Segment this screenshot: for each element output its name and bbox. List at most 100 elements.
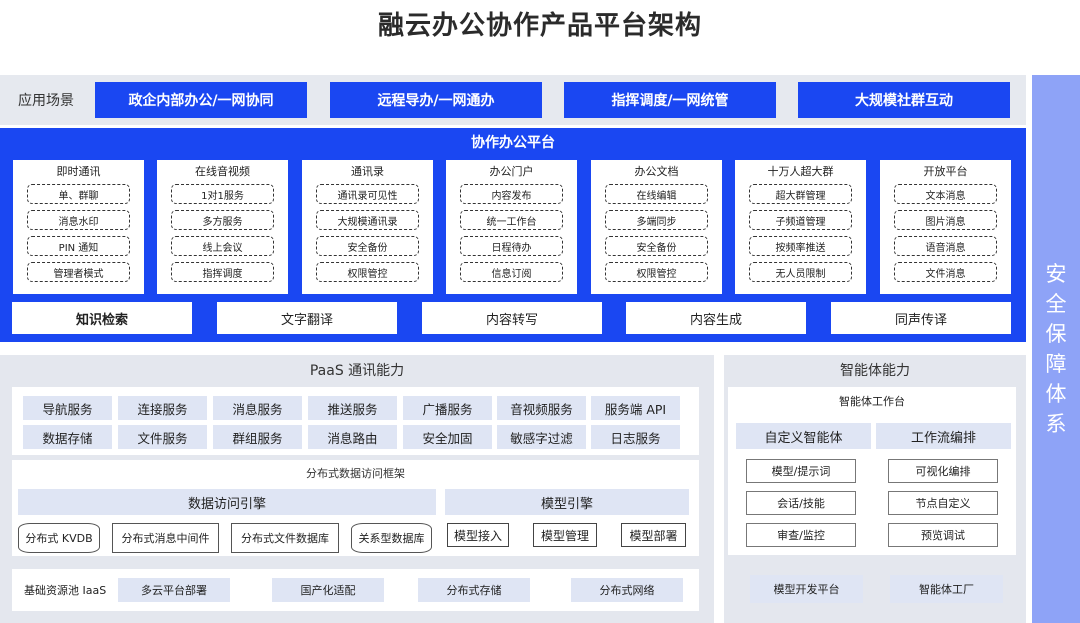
feature-pill: 消息水印 [27, 210, 130, 230]
scene-remote-service: 远程导办/一网通办 [330, 82, 542, 118]
feature-pill: 图片消息 [894, 210, 997, 230]
paas-service: 消息路由 [308, 425, 397, 449]
db-relational: 关系型数据库 [351, 523, 432, 553]
agent-feature: 模型/提示词 [746, 459, 856, 483]
paas-service: 服务端 API [591, 396, 680, 420]
paas-service: 敏感字过滤 [497, 425, 586, 449]
db-file-db: 分布式文件数据库 [231, 523, 339, 553]
model-access: 模型接入 [447, 523, 509, 547]
tool-text-translate: 文字翻译 [217, 302, 397, 334]
feature-pill: 文本消息 [894, 184, 997, 204]
feature-pill: 统一工作台 [460, 210, 563, 230]
security-char: 系 [1045, 412, 1067, 436]
db-msg-middleware: 分布式消息中间件 [112, 523, 219, 553]
feature-pill: 单、群聊 [27, 184, 130, 204]
paas-service: 日志服务 [591, 425, 680, 449]
feature-pill: 语音消息 [894, 236, 997, 256]
agent-feature: 会话/技能 [746, 491, 856, 515]
collab-platform: 协作办公平台 即时通讯 单、群聊 消息水印 PIN 通知 管理者模式 在线音视频… [0, 128, 1026, 342]
card-supergroup: 十万人超大群 超大群管理 子频道管理 按频率推送 无人员限制 [735, 160, 866, 294]
agent-feature: 可视化编排 [888, 459, 998, 483]
feature-pill: 线上会议 [171, 236, 274, 256]
feature-pill: PIN 通知 [27, 236, 130, 256]
paas-service: 安全加固 [403, 425, 492, 449]
model-engine: 模型引擎 [445, 489, 689, 515]
card-open-platform: 开放平台 文本消息 图片消息 语音消息 文件消息 [880, 160, 1011, 294]
scene-command-dispatch: 指挥调度/一网统管 [564, 82, 776, 118]
feature-pill: 1对1服务 [171, 184, 274, 204]
feature-pill: 权限管控 [605, 262, 708, 282]
model-deploy: 模型部署 [621, 523, 686, 547]
card-title: 开放平台 [923, 165, 968, 178]
workflow-orchestration: 工作流编排 [876, 423, 1011, 449]
card-contacts: 通讯录 通讯录可见性 大规模通讯录 安全备份 权限管控 [302, 160, 433, 294]
model-management: 模型管理 [533, 523, 597, 547]
collab-platform-title: 协作办公平台 [471, 135, 555, 151]
scene-gov-office: 政企内部办公/一网协同 [95, 82, 307, 118]
iaas-item: 分布式网络 [571, 578, 683, 602]
card-av: 在线音视频 1对1服务 多方服务 线上会议 指挥调度 [157, 160, 288, 294]
feature-pill: 权限管控 [316, 262, 419, 282]
feature-pill: 大规模通讯录 [316, 210, 419, 230]
paas-service: 音视频服务 [497, 396, 586, 420]
security-char: 保 [1045, 322, 1067, 346]
iaas-item: 分布式存储 [418, 578, 530, 602]
card-docs: 办公文档 在线编辑 多端同步 安全备份 权限管控 [591, 160, 722, 294]
agent-feature: 审查/监控 [746, 523, 856, 547]
paas-service: 广播服务 [403, 396, 492, 420]
feature-pill: 内容发布 [460, 184, 563, 204]
feature-pill: 文件消息 [894, 262, 997, 282]
feature-pill: 安全备份 [605, 236, 708, 256]
agent-feature: 预览调试 [888, 523, 998, 547]
agent-factory: 智能体工厂 [890, 575, 1003, 603]
card-title: 即时通讯 [56, 165, 101, 178]
security-char: 体 [1045, 382, 1067, 406]
dist-framework-title: 分布式数据访问框架 [306, 467, 405, 480]
feature-pill: 无人员限制 [749, 262, 852, 282]
paas-service: 数据存储 [23, 425, 112, 449]
scene-community: 大规模社群互动 [798, 82, 1010, 118]
custom-agent: 自定义智能体 [736, 423, 871, 449]
feature-pill: 通讯录可见性 [316, 184, 419, 204]
tool-simul-interp: 同声传译 [831, 302, 1011, 334]
iaas-item: 多云平台部署 [118, 578, 230, 602]
model-dev-platform: 模型开发平台 [750, 575, 863, 603]
page-title: 融云办公协作产品平台架构 [377, 10, 702, 41]
application-scenes-label: 应用场景 [18, 93, 74, 109]
paas-service: 群组服务 [213, 425, 302, 449]
agent-title: 智能体能力 [840, 363, 910, 379]
agent-feature: 节点自定义 [888, 491, 998, 515]
feature-pill: 日程待办 [460, 236, 563, 256]
iaas-item: 国产化适配 [272, 578, 384, 602]
security-char: 安 [1045, 262, 1067, 286]
security-char: 全 [1045, 292, 1067, 316]
security-system-column: 安 全 保 障 体 系 [1032, 75, 1080, 623]
card-title: 通讯录 [351, 165, 384, 178]
tool-content-gen: 内容生成 [626, 302, 806, 334]
card-portal: 办公门户 内容发布 统一工作台 日程待办 信息订阅 [446, 160, 577, 294]
card-title: 办公门户 [489, 165, 534, 178]
tool-knowledge-search: 知识检索 [12, 302, 192, 334]
feature-pill: 信息订阅 [460, 262, 563, 282]
paas-service: 连接服务 [118, 396, 207, 420]
feature-pill: 子频道管理 [749, 210, 852, 230]
card-title: 办公文档 [634, 165, 679, 178]
feature-pill: 在线编辑 [605, 184, 708, 204]
data-access-engine: 数据访问引擎 [18, 489, 436, 515]
tool-transcribe: 内容转写 [422, 302, 602, 334]
agent-workbench-title: 智能体工作台 [839, 395, 905, 408]
db-kvdb: 分布式 KVDB [18, 523, 100, 553]
feature-pill: 多端同步 [605, 210, 708, 230]
card-im: 即时通讯 单、群聊 消息水印 PIN 通知 管理者模式 [13, 160, 144, 294]
feature-pill: 多方服务 [171, 210, 274, 230]
feature-pill: 管理者模式 [27, 262, 130, 282]
paas-service: 文件服务 [118, 425, 207, 449]
paas-service: 消息服务 [213, 396, 302, 420]
paas-service: 推送服务 [308, 396, 397, 420]
card-title: 十万人超大群 [767, 165, 834, 178]
feature-pill: 安全备份 [316, 236, 419, 256]
security-char: 障 [1045, 352, 1067, 376]
feature-pill: 按频率推送 [749, 236, 852, 256]
feature-pill: 指挥调度 [171, 262, 274, 282]
feature-pill: 超大群管理 [749, 184, 852, 204]
